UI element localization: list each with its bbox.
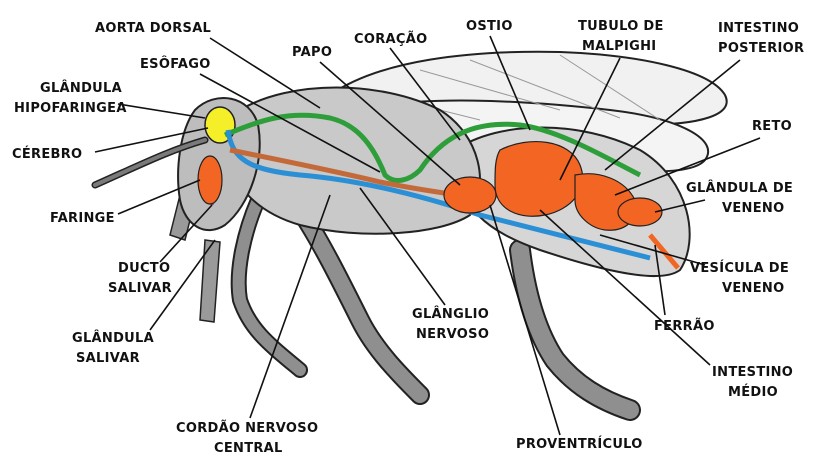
label-glandula-hipo-1: GLÂNDULA: [40, 80, 122, 96]
pharynx: [198, 156, 222, 204]
label-cordao-1: CORDÃO NERVOSO: [176, 420, 318, 436]
label-glandula-veneno-1: GLÂNDULA DE: [686, 180, 793, 196]
label-intestino-medio-2: MÉDIO: [728, 384, 778, 400]
label-glandula-salivar-2: SALIVAR: [76, 351, 140, 366]
label-intestino-posterior-1: INTESTINO: [718, 21, 799, 36]
label-cerebro: CÉREBRO: [12, 146, 82, 162]
leader-cordao: [250, 195, 330, 418]
label-glanglio-2: NERVOSO: [416, 327, 489, 342]
label-glandula-hipo-2: HIPOFARINGEA: [14, 101, 127, 116]
label-intestino-posterior-2: POSTERIOR: [718, 41, 804, 56]
label-tubulo-1: TUBULO DE: [578, 19, 664, 34]
label-ostio: OSTIO: [466, 19, 513, 34]
label-ferrao: FERRÃO: [654, 318, 715, 334]
label-papo: PAPO: [292, 45, 332, 60]
label-esofago: ESÔFAGO: [140, 56, 211, 72]
leader-glandula-hipo: [118, 104, 205, 118]
label-vesicula-1: VESÍCULA DE: [690, 260, 789, 276]
label-ducto-1: DUCTO: [118, 261, 170, 276]
label-glandula-salivar-1: GLÂNDULA: [72, 330, 154, 346]
label-vesicula-2: VENENO: [722, 281, 784, 296]
label-proventriculo: PROVENTRÍCULO: [516, 436, 643, 452]
label-glanglio-1: GLÂNGLIO: [412, 306, 489, 322]
label-cordao-2: CENTRAL: [214, 441, 283, 456]
label-intestino-medio-1: INTESTINO: [712, 365, 793, 380]
crop: [444, 177, 496, 213]
label-tubulo-2: MALPIGHI: [582, 39, 656, 54]
label-faringe: FARINGE: [50, 211, 115, 226]
label-coracao: CORAÇÃO: [354, 31, 427, 47]
label-ducto-2: SALIVAR: [108, 281, 172, 296]
label-aorta-dorsal: AORTA DORSAL: [95, 21, 211, 36]
label-reto: RETO: [752, 119, 792, 134]
label-glandula-veneno-2: VENENO: [722, 201, 784, 216]
